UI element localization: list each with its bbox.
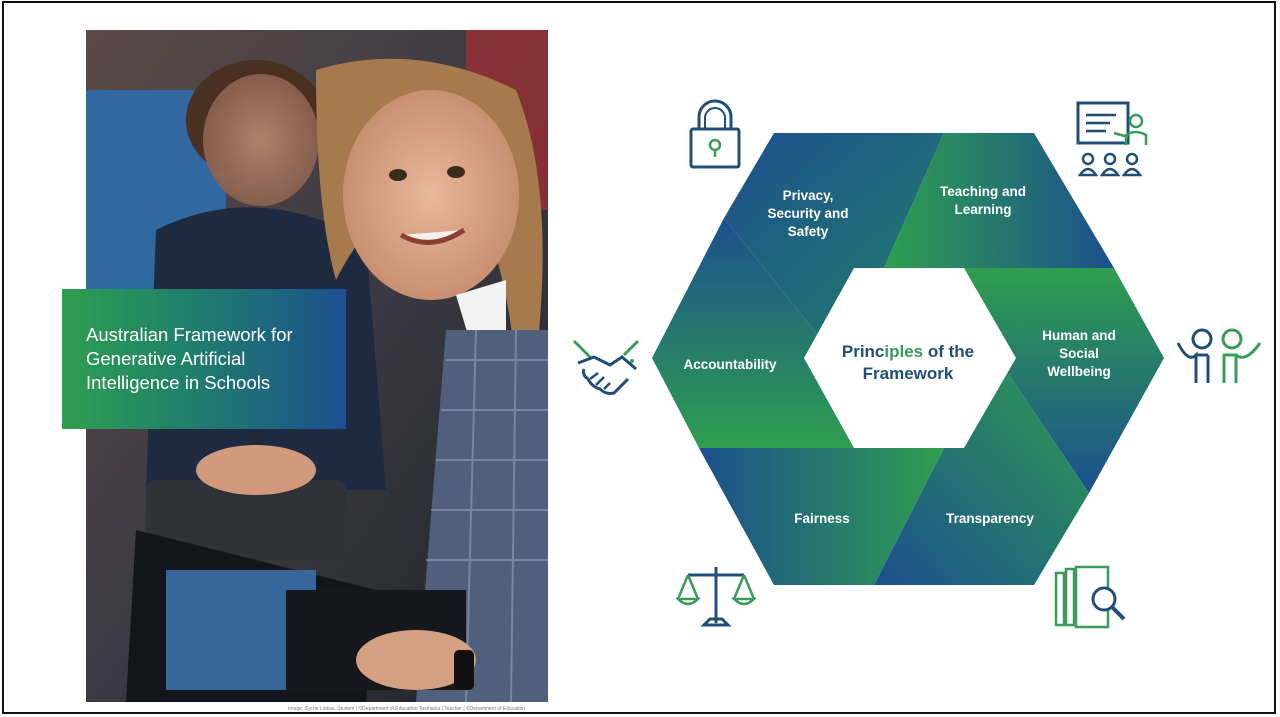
segment-human <box>964 268 1164 493</box>
label-human: Human and Social Wellbeing <box>1042 328 1116 379</box>
people-icon <box>1176 328 1262 383</box>
center-title-part1: Princ <box>841 342 885 361</box>
segment-transparency <box>874 353 1089 585</box>
handshake-icon <box>572 339 640 395</box>
segment-teaching <box>884 133 1114 268</box>
document-search-icon <box>1054 565 1126 629</box>
label-privacy: Privacy, Security and Safety <box>767 188 849 239</box>
center-title-highlight: iples <box>884 342 924 361</box>
center-title-part2: of the <box>923 342 975 361</box>
center-hexagon <box>804 268 1016 448</box>
center-title: Principles of the Framework <box>818 341 998 385</box>
presentation-icon <box>1076 101 1148 177</box>
cover-title-banner: Australian Framework for Generative Arti… <box>62 289 346 429</box>
scales-icon <box>676 567 756 627</box>
principles-wheel <box>652 133 1164 585</box>
segment-fairness <box>699 448 944 585</box>
label-fairness: Fairness <box>794 511 850 526</box>
image-credit: Image: Sycrie Linkas, Student | ©Departm… <box>288 706 526 712</box>
segment-privacy <box>724 133 944 343</box>
segment-accountability <box>652 218 854 448</box>
label-transparency: Transparency <box>946 511 1034 526</box>
center-title-line2: Framework <box>862 364 954 383</box>
lock-icon <box>689 99 741 169</box>
label-teaching: Teaching and Learning <box>939 184 1026 217</box>
label-accountability: Accountability <box>683 357 777 372</box>
cover-title: Australian Framework for Generative Arti… <box>86 324 293 393</box>
